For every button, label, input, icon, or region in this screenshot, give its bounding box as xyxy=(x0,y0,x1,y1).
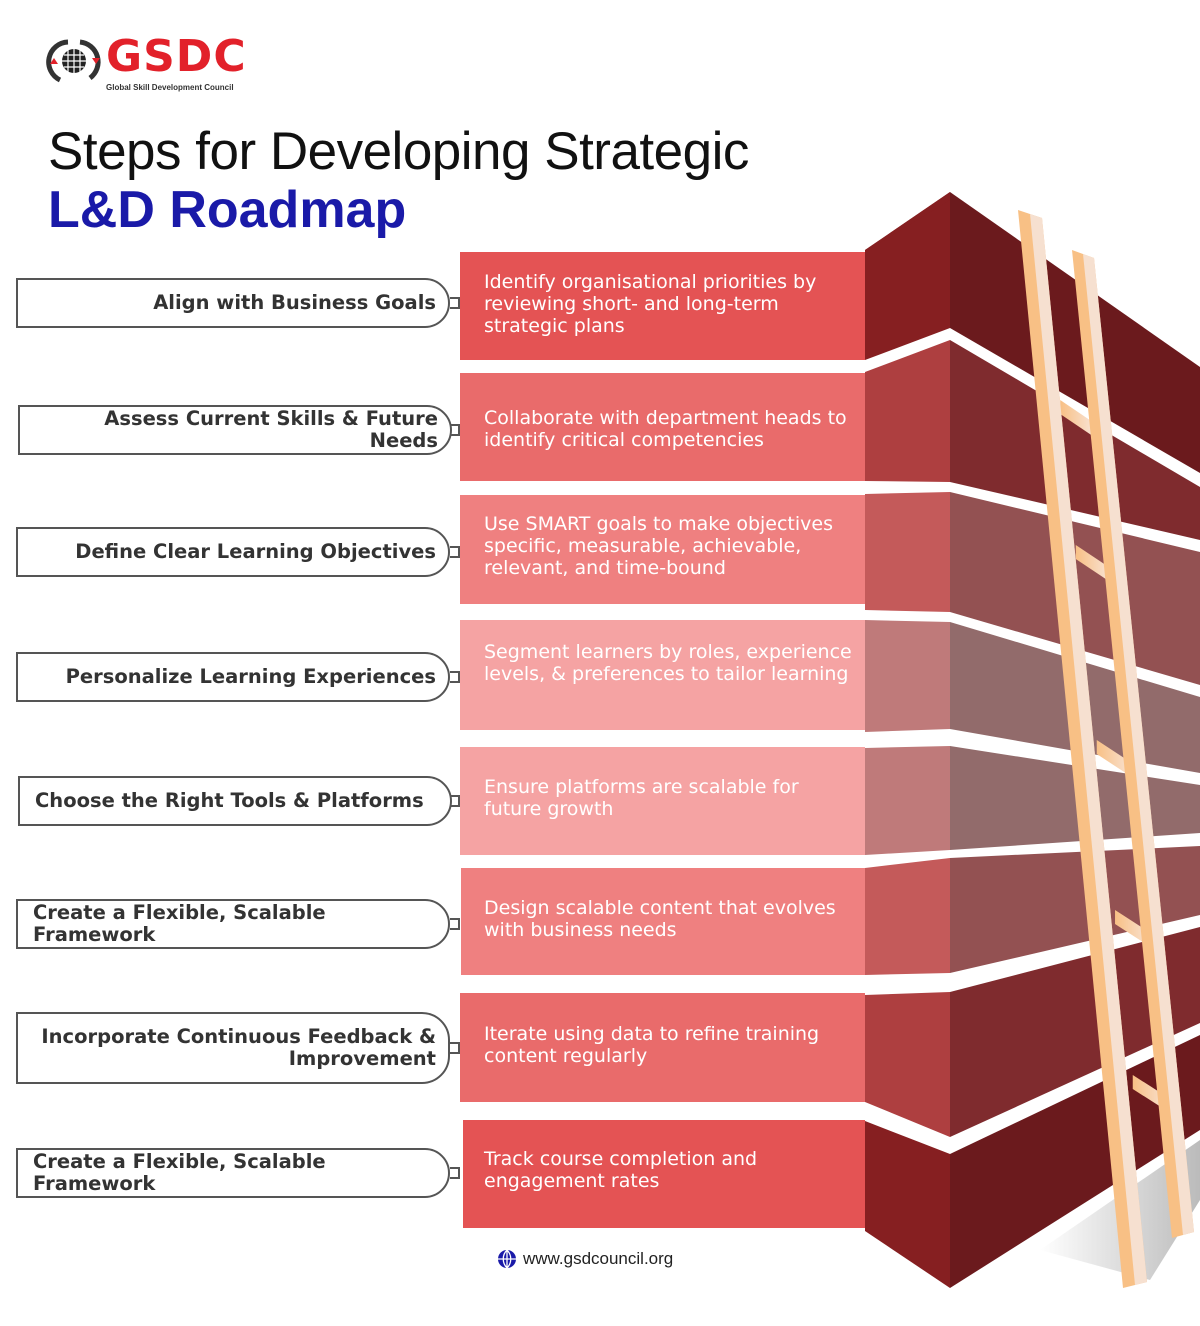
ladder-rung xyxy=(1075,545,1109,581)
step-side-face xyxy=(865,192,950,360)
step-right-face xyxy=(950,1035,1200,1288)
step-label-text: Define Clear Learning Objectives xyxy=(75,540,436,563)
label-connector xyxy=(450,795,460,807)
step-label-text: Assess Current Skills & Future Needs xyxy=(104,407,438,452)
ladder-left-rail-highlight xyxy=(1030,214,1147,1285)
step-description: Design scalable content that evolves wit… xyxy=(484,897,836,941)
step-label: Personalize Learning Experiences xyxy=(16,652,450,702)
step-front-face xyxy=(460,373,865,481)
step-side-face xyxy=(865,858,950,975)
step-label-text: Create a Flexible, Scalable Framework xyxy=(33,901,326,946)
step-label: Align with Business Goals xyxy=(16,278,450,328)
step-label: Incorporate Continuous Feedback & Improv… xyxy=(16,1012,450,1084)
step-description: Ensure platforms are scalable for future… xyxy=(484,776,799,820)
step-label-text: Align with Business Goals xyxy=(153,291,436,314)
label-connector xyxy=(450,297,460,309)
ladder-rung xyxy=(1115,910,1149,946)
ladder-rung xyxy=(1096,740,1131,776)
logo-text: GSDC xyxy=(106,31,247,82)
step-front-face xyxy=(460,993,865,1102)
globe-logo-icon xyxy=(46,39,101,83)
step-front-face xyxy=(463,1120,865,1228)
step-front-face xyxy=(460,747,865,855)
step-front-face xyxy=(461,868,865,975)
step-side-face xyxy=(865,992,950,1137)
step-front-face xyxy=(460,495,865,604)
step-label-text: Incorporate Continuous Feedback & Improv… xyxy=(41,1025,436,1070)
step-front-face xyxy=(460,620,865,730)
step-description: Identify organisational priorities by re… xyxy=(484,271,817,337)
step-description: Track course completion and engagement r… xyxy=(484,1148,758,1192)
website-link[interactable]: www.gsdcouncil.org xyxy=(523,1249,674,1268)
step-side-face xyxy=(865,620,950,732)
step-side-face xyxy=(865,1121,950,1288)
label-connector xyxy=(450,918,460,930)
page-title-highlight: L&D Roadmap xyxy=(48,181,407,239)
step-right-face xyxy=(950,340,1200,540)
label-connector xyxy=(450,424,460,436)
step-label: Create a Flexible, Scalable Framework xyxy=(16,1148,450,1198)
step-label: Assess Current Skills & Future Needs xyxy=(18,405,452,455)
step-description: Iterate using data to refine training co… xyxy=(484,1023,820,1067)
step-description: Segment learners by roles, experience le… xyxy=(484,641,852,685)
gsdc-logo: GSDC Global Skill Development Council xyxy=(46,34,256,96)
page-title: Steps for Developing Strategic xyxy=(48,122,749,181)
top-cap xyxy=(865,192,950,252)
step-description: Use SMART goals to make objectives speci… xyxy=(484,513,833,579)
step-label: Define Clear Learning Objectives xyxy=(16,527,450,577)
label-connector xyxy=(450,1042,460,1054)
step-label: Create a Flexible, Scalable Framework xyxy=(16,899,450,949)
step-label-text: Personalize Learning Experiences xyxy=(65,665,436,688)
step-right-face xyxy=(950,927,1200,1137)
step-label-text: Choose the Right Tools & Platforms xyxy=(35,789,424,812)
globe-icon xyxy=(498,1249,516,1269)
step-label-text: Create a Flexible, Scalable Framework xyxy=(33,1150,326,1195)
ladder-rung xyxy=(1060,400,1093,436)
step-side-face xyxy=(865,492,950,612)
label-connector xyxy=(450,1167,460,1179)
step-label: Choose the Right Tools & Platforms xyxy=(18,776,452,826)
label-connector xyxy=(450,546,460,558)
step-front-face xyxy=(460,252,865,360)
step-description: Collaborate with department heads to ide… xyxy=(484,407,847,451)
step-side-face xyxy=(865,746,950,855)
step-right-face xyxy=(950,192,1200,473)
footer: www.gsdcouncil.org xyxy=(497,1249,673,1269)
ladder-right-rail-highlight xyxy=(1083,254,1194,1235)
logo-subtitle: Global Skill Development Council xyxy=(106,83,234,92)
step-side-face xyxy=(865,340,950,482)
label-connector xyxy=(450,671,460,683)
